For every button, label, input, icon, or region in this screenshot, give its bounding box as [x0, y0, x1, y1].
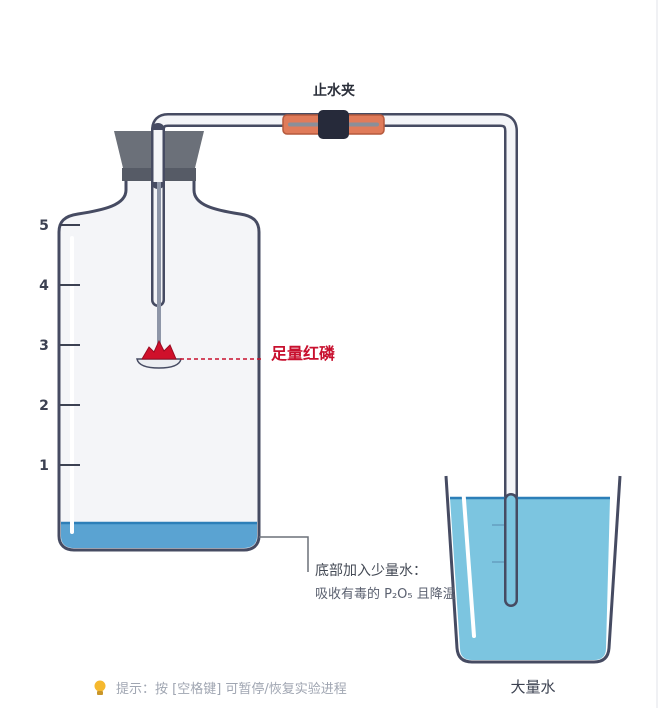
lightbulb-icon: [94, 680, 106, 695]
note-line-1: 底部加入少量水：: [315, 563, 427, 579]
bottle-bottom-water: [61, 523, 257, 548]
right-edge-divider: [656, 0, 658, 708]
hint-text: 提示：按 [空格键] 可暂停/恢复实验进程: [116, 681, 347, 697]
beaker-highlight: [461, 484, 476, 638]
rubber-stopper: [114, 123, 204, 189]
beaker-water: [450, 498, 610, 660]
water-clamp[interactable]: [282, 110, 385, 139]
note-leader-line: [259, 536, 309, 572]
scale-label: 1: [39, 458, 49, 474]
phosphorus-label: 足量红磷: [271, 344, 336, 363]
spoon-cup: [136, 358, 182, 369]
scale-label: 2: [39, 398, 49, 414]
note-line-2: 吸收有毒的 P₂O₅ 且降温: [315, 586, 456, 602]
scale-label: 3: [39, 338, 49, 354]
beaker-glass: [444, 475, 622, 664]
combustion-spoon: [136, 182, 263, 369]
scale-label: 4: [39, 278, 49, 294]
volume-scale: 5 4 3 2 1: [39, 218, 80, 474]
beaker-water-label: 大量水: [510, 678, 555, 696]
red-phosphorus: [141, 339, 177, 360]
beaker: [444, 475, 622, 664]
clamp-knob[interactable]: [318, 110, 349, 139]
scale-label: 5: [39, 218, 49, 234]
clamp-label: 止水夹: [313, 82, 355, 99]
